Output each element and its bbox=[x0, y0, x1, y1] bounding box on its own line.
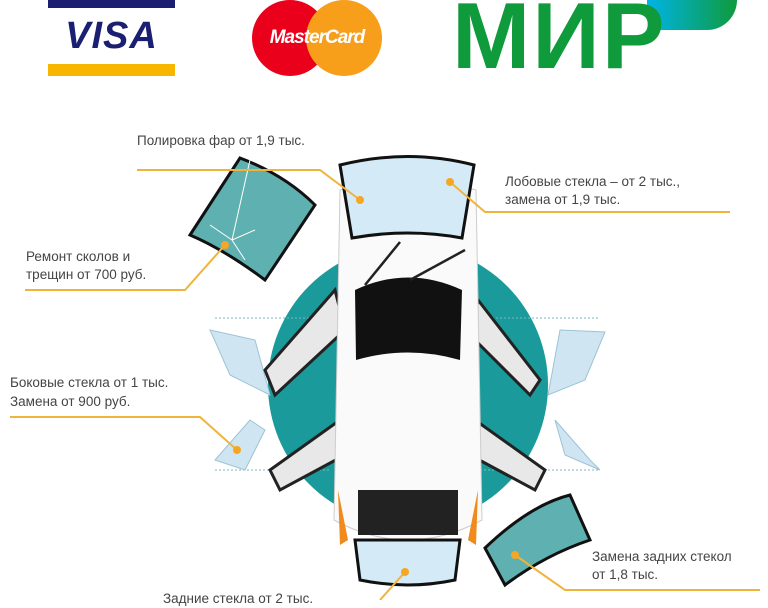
callout-side-2: Замена от 900 руб. bbox=[10, 394, 131, 409]
cracked-rear-glass bbox=[483, 493, 593, 588]
side-glass-front-right bbox=[547, 329, 606, 396]
rear-glass bbox=[353, 538, 462, 587]
leader-windshield bbox=[449, 181, 730, 213]
mir-logo: МИР bbox=[452, 0, 737, 88]
callout-side-1: Боковые стекла от 1 тыс. bbox=[10, 375, 169, 390]
callout-headlights: Полировка фар от 1,9 тыс. bbox=[137, 133, 305, 148]
mastercard-logo: MasterCard bbox=[252, 0, 382, 76]
car-trunk-glass bbox=[358, 490, 458, 535]
windshield-glass bbox=[338, 155, 476, 240]
car-roof bbox=[355, 277, 462, 360]
side-glass-rear-right bbox=[554, 419, 601, 471]
mastercard-logo-text: MasterCard bbox=[269, 27, 366, 48]
callout-windshield-2: замена от 1,9 тыс. bbox=[505, 192, 621, 207]
leader-side bbox=[10, 416, 238, 451]
callout-windshield-1: Лобовые стекла – от 2 тыс., bbox=[505, 174, 681, 189]
leader-headlights bbox=[137, 169, 361, 201]
leader-rear bbox=[379, 571, 406, 600]
leader-rear-replace bbox=[514, 554, 760, 591]
visa-logo-text: VISA bbox=[65, 15, 158, 57]
callout-rear: Задние стекла от 2 тыс. bbox=[163, 591, 314, 606]
mir-logo-text: МИР bbox=[452, 0, 667, 88]
cracked-windshield bbox=[187, 156, 317, 283]
callout-rear-replace-1: Замена задних стекол bbox=[592, 549, 732, 564]
leader-chips bbox=[25, 244, 226, 291]
visa-logo: VISA bbox=[48, 0, 175, 77]
callout-rear-replace-2: от 1,8 тыс. bbox=[592, 567, 659, 582]
callout-chips-2: трещин от 700 руб. bbox=[26, 267, 147, 282]
side-glass-front-left bbox=[209, 329, 271, 396]
callout-chips-1: Ремонт сколов и bbox=[26, 249, 131, 264]
side-glass-rear-left bbox=[214, 419, 266, 471]
